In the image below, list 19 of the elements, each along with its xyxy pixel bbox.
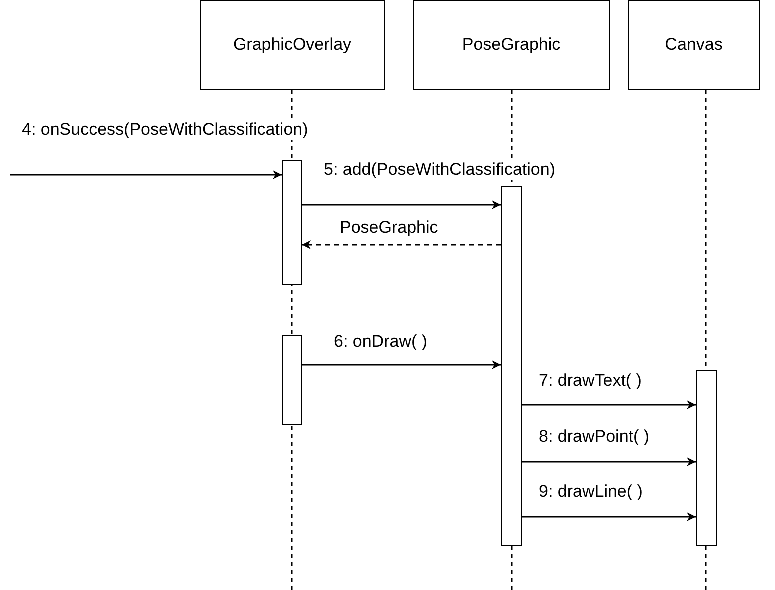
- participant-box: Canvas: [628, 0, 760, 90]
- edge-label: PoseGraphic: [338, 218, 440, 238]
- activation-bar: [501, 186, 522, 546]
- arrow: [302, 360, 501, 370]
- arrow: [522, 400, 696, 410]
- participant-box: PoseGraphic: [413, 0, 610, 90]
- edge-label: 5: add(PoseWithClassification): [322, 160, 558, 180]
- arrow: [302, 240, 501, 250]
- participant-box: GraphicOverlay: [200, 0, 385, 90]
- activation-bar: [696, 370, 717, 546]
- activation-bar: [282, 335, 302, 425]
- edge-label: 9: drawLine( ): [537, 482, 645, 502]
- activation-bar: [282, 160, 302, 285]
- arrow: [10, 170, 282, 180]
- arrow: [302, 200, 501, 210]
- arrow: [522, 458, 696, 466]
- edge-label: 4: onSuccess(PoseWithClassification): [20, 120, 310, 140]
- arrow: [522, 512, 696, 522]
- edge-label: 7: drawText( ): [537, 371, 644, 391]
